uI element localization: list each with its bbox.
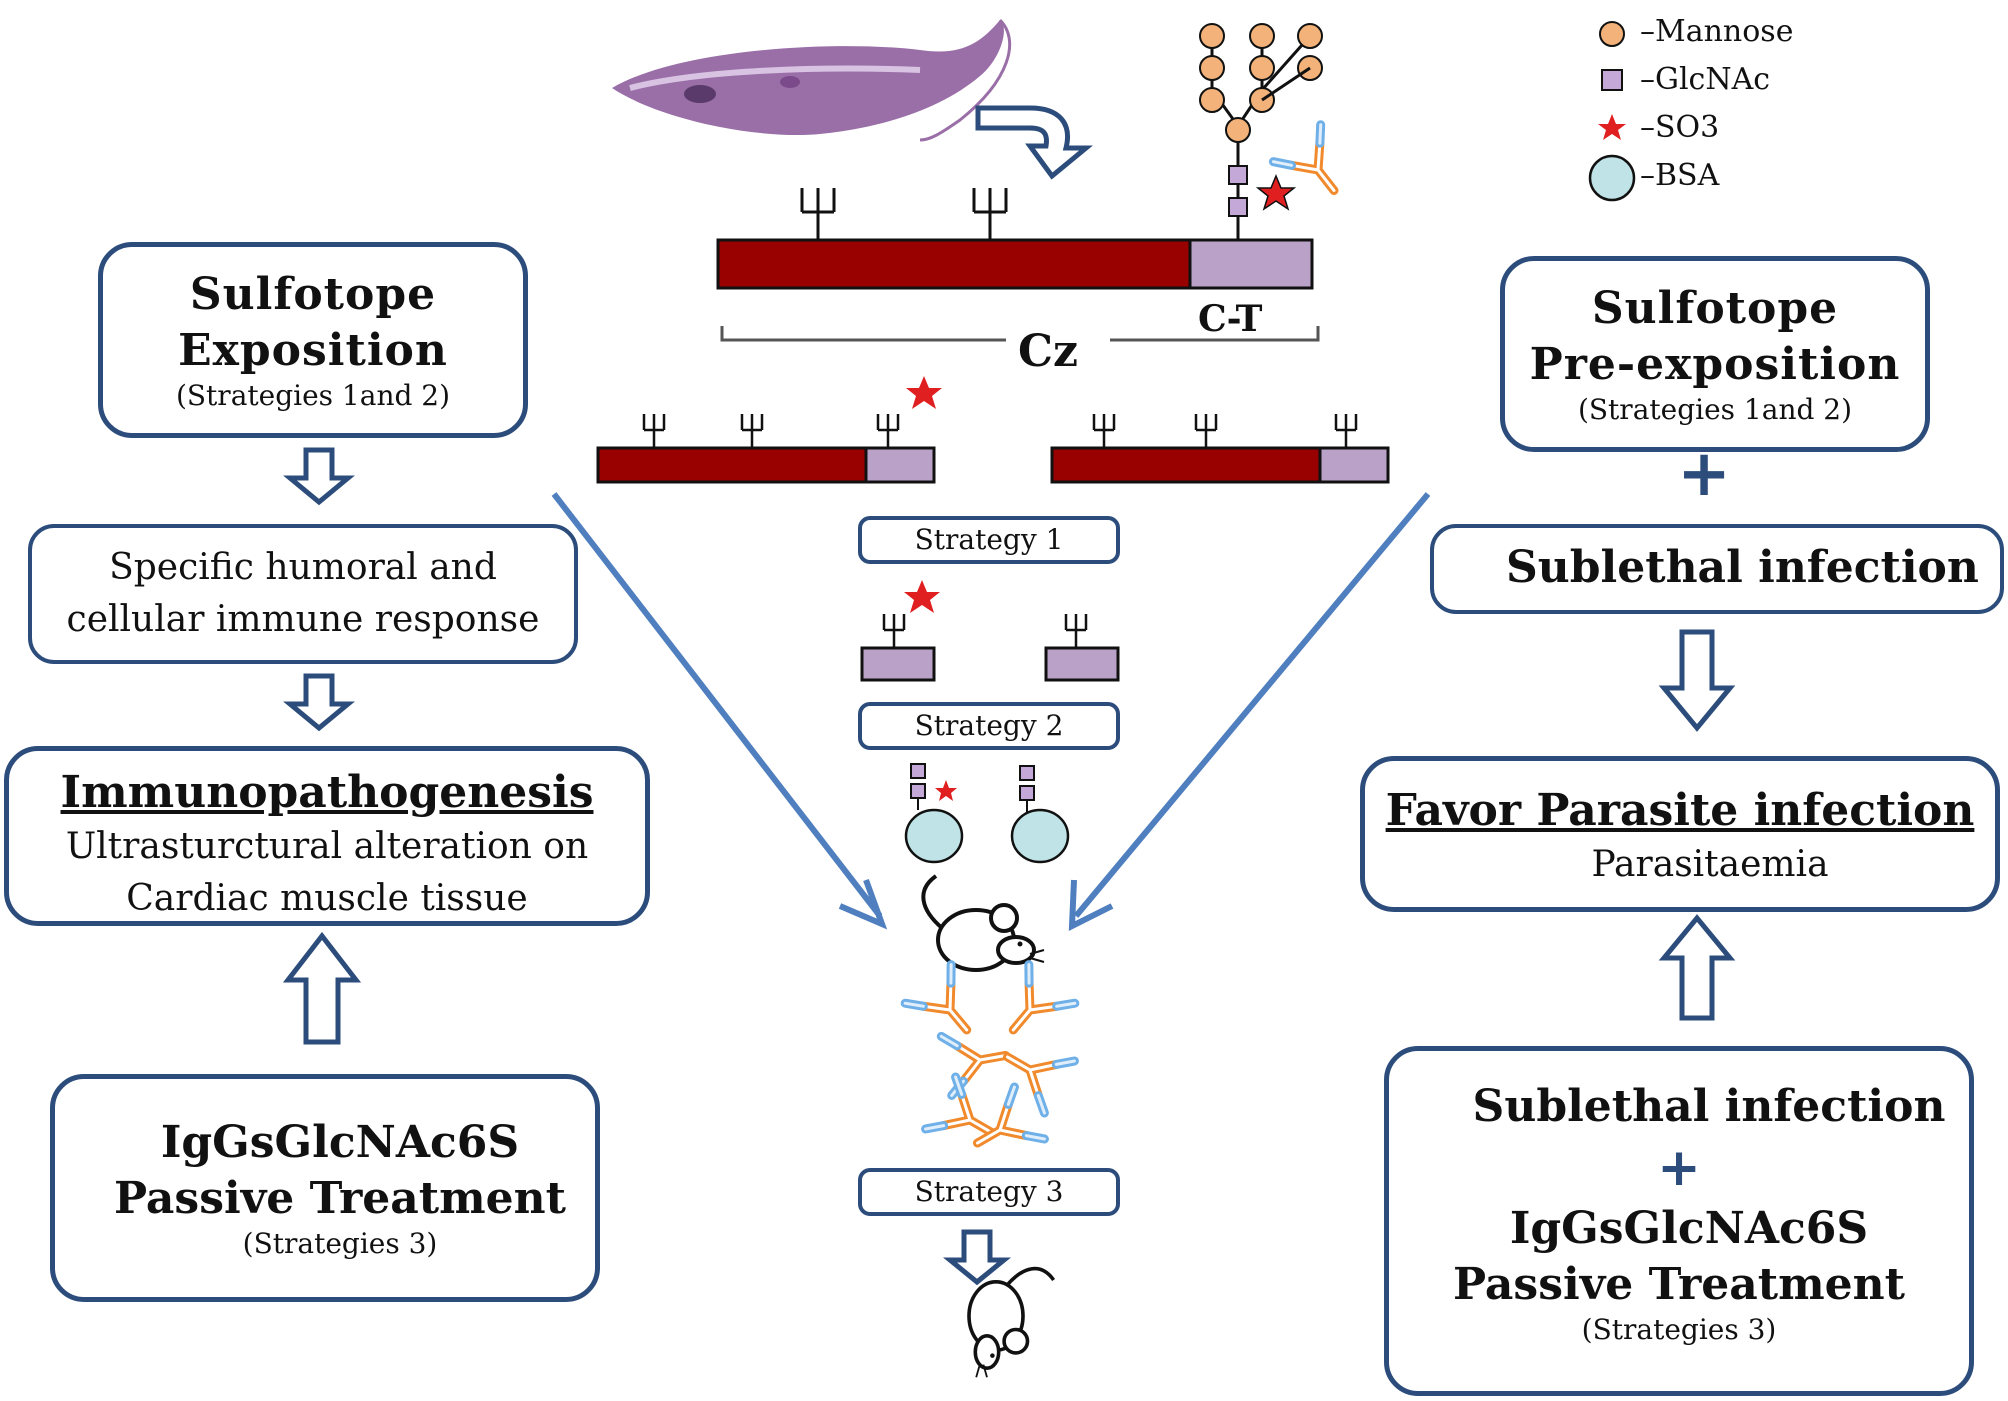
parasite-icon (612, 18, 1012, 142)
cruzipain-molecule (716, 23, 1358, 342)
immune-response-box: Specific humoral and cellular immune res… (28, 524, 578, 664)
favor-infection-box: Favor Parasite infection Parasitaemia (1360, 756, 2000, 912)
sublethal-passive-box: Sublethal infection + IgGsGlcNAc6S Passi… (1384, 1046, 1974, 1396)
mouse-icon (921, 874, 1046, 972)
ct-domain-bar (1188, 238, 1314, 290)
ct-label: C-T (1198, 298, 1263, 340)
strategies-subtitle: (Strategies 1and 2) (175, 379, 451, 412)
legend-mannose: –Mannose (1640, 14, 1794, 49)
strategy1-fragments (596, 376, 1390, 484)
sulfate-star-icon (1255, 174, 1297, 211)
curved-arrow (975, 105, 1093, 180)
sulfotope-preexposition-box: Sulfotope Pre-exposition (Strategies 1an… (1500, 256, 1930, 452)
cz-domain-bar (716, 238, 1192, 290)
right-arrow-down (1658, 629, 1736, 732)
passive-treatment-label-right: Passive Treatment (1453, 1259, 1905, 1310)
immunopathogenesis-box: Immunopathogenesis Ultrasturctural alter… (4, 746, 650, 926)
star-icon (1598, 114, 1626, 140)
iggs-label: IgGsGlcNAc6S (160, 1117, 520, 1168)
cz-label: Cz (1018, 326, 1079, 377)
iggs-label-right: IgGsGlcNAc6S (1509, 1203, 1869, 1254)
preexposition-title: Pre-exposition (1529, 339, 1901, 390)
immunopathogenesis-title: Immunopathogenesis (60, 767, 594, 818)
sulfotope-title: Sulfotope (189, 269, 437, 320)
sublethal-label: Sublethal infection (1506, 542, 1979, 593)
glcnac-icon (1601, 69, 1623, 91)
legend-glcnac: –GlcNAc (1640, 62, 1771, 97)
passive-treatment-box-left: IgGsGlcNAc6S Passive Treatment (Strategi… (50, 1074, 600, 1302)
left-arrow-up (282, 931, 362, 1045)
legend-so3: –SO3 (1640, 110, 1720, 145)
exposition-title: Exposition (178, 325, 448, 376)
sublethal-infection-box: Sublethal infection (1430, 524, 2004, 614)
strategy3-down-arrow (942, 1229, 1012, 1286)
ultrastructural-line: Ultrasturctural alteration on (65, 826, 589, 867)
strategy2-box: Strategy 2 (858, 702, 1120, 750)
strategies3-subtitle: (Strategies 3) (242, 1227, 438, 1260)
passive-treatment-label: Passive Treatment (114, 1173, 566, 1224)
antibody-cluster (905, 965, 1075, 1169)
sublethal-label-bottom: Sublethal infection (1472, 1081, 1946, 1132)
strategies3-subtitle-right: (Strategies 3) (1581, 1313, 1777, 1346)
immune-response-line1: Specific humoral and (109, 547, 497, 588)
favor-parasite-title: Favor Parasite infection (1385, 785, 1975, 836)
mouse-icon (967, 1266, 1056, 1379)
legend-bsa: –BSA (1640, 158, 1720, 193)
left-arrow-down-2 (283, 673, 355, 732)
cardiac-line: Cardiac muscle tissue (126, 878, 528, 919)
plus-sign: + (1677, 437, 1731, 511)
antibody-icon (1273, 125, 1357, 209)
parasitaemia-label: Parasitaemia (1591, 844, 1829, 885)
sulfotope-exposition-box: Sulfotope Exposition (Strategies 1and 2) (98, 242, 528, 438)
right-arrow-up (1658, 914, 1736, 1021)
bsa-conjugates (904, 763, 1070, 864)
right-diagonal-arrow (1073, 492, 1431, 918)
strategies-subtitle-right: (Strategies 1and 2) (1577, 393, 1853, 426)
left-arrow-down-1 (283, 447, 355, 506)
plus-sign-bottom: + (1657, 1138, 1701, 1198)
strategy2-fragments (860, 580, 1120, 682)
immune-response-line2: cellular immune response (66, 599, 540, 640)
bsa-icon (1588, 154, 1636, 202)
mannose-icon (1599, 21, 1625, 47)
left-diagonal-arrow (551, 492, 883, 918)
strategy3-box: Strategy 3 (858, 1168, 1120, 1216)
strategy1-box: Strategy 1 (858, 516, 1120, 564)
sulfotope-title-right: Sulfotope (1591, 283, 1839, 334)
